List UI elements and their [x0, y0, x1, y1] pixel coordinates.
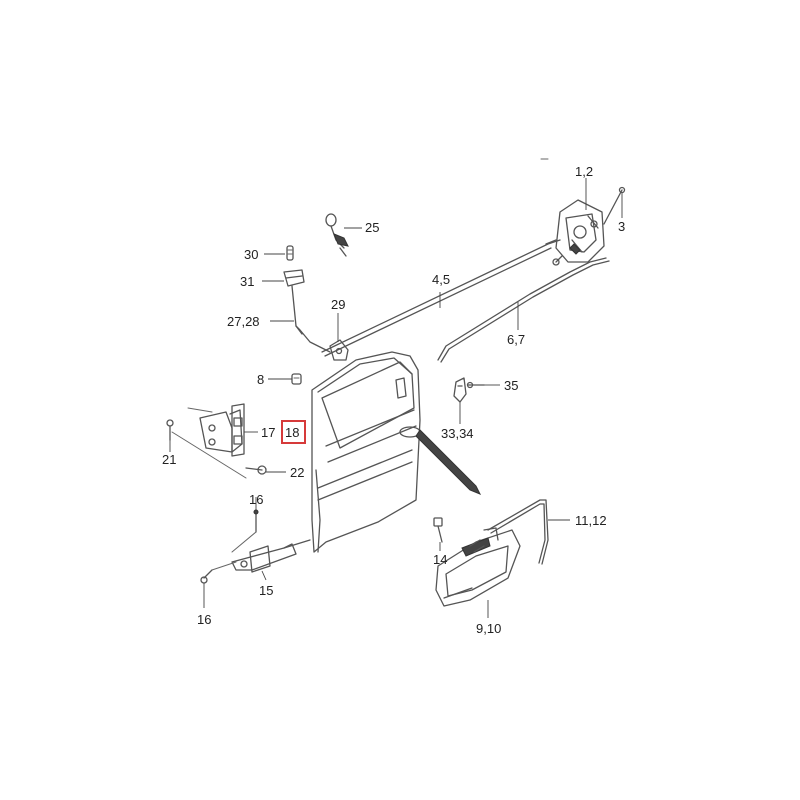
label-14: 14	[433, 552, 448, 567]
rod-11-12-parallel	[490, 503, 546, 564]
screw-35	[466, 381, 485, 389]
inside-handle-33-34	[453, 377, 467, 403]
clip-31	[283, 269, 305, 287]
label-31: 31	[240, 274, 255, 289]
screw-3	[603, 186, 626, 225]
label-25: 25	[365, 220, 380, 235]
label-6-7: 6,7	[507, 332, 526, 347]
bolt-14	[433, 517, 443, 543]
door-check-15	[231, 539, 311, 573]
label-3: 3	[618, 219, 626, 234]
label-9-10: 9,10	[476, 621, 502, 636]
label-29: 29	[331, 297, 346, 312]
check-lower-line	[211, 561, 237, 571]
hinge-axis-line	[171, 431, 247, 479]
rod-11-12	[487, 499, 549, 565]
door-hinge-17-18	[199, 403, 245, 457]
bolt-21	[166, 419, 174, 441]
label-16-lower: 16	[197, 612, 212, 627]
outside-handle-9-10	[435, 527, 521, 607]
cable-6-7-parallel	[440, 260, 610, 363]
bolt-16-upper	[253, 509, 259, 533]
clip-8	[291, 373, 302, 385]
label-4-5: 4,5	[432, 272, 451, 287]
lock-rod-4-5	[321, 239, 561, 353]
check-bolt-line	[231, 531, 257, 553]
hinge-bolt-line	[187, 407, 213, 413]
highlight-box-18	[281, 420, 306, 444]
label-15: 15	[259, 583, 274, 598]
label-22: 22	[290, 465, 305, 480]
bolt-16-lower	[200, 569, 213, 584]
label-33-34: 33,34	[441, 426, 474, 441]
cable-6-7	[437, 257, 607, 361]
label-17: 17	[261, 425, 276, 440]
clip-30	[286, 245, 294, 261]
label-27-28: 27,28	[227, 314, 260, 329]
label-16-upper: 16	[249, 492, 264, 507]
rod-27-28	[291, 285, 331, 353]
window-channel	[415, 429, 482, 495]
door-lock-assembly	[545, 199, 605, 266]
lock-rod-4-5-parallel	[324, 247, 552, 357]
lock-knob-25	[325, 213, 349, 257]
bolt-22	[245, 465, 267, 475]
leader-15	[261, 570, 267, 581]
door-panel	[311, 351, 421, 553]
label-11-12: 11,12	[575, 513, 607, 528]
label-30: 30	[244, 247, 259, 262]
label-35: 35	[504, 378, 519, 393]
label-8: 8	[257, 372, 265, 387]
label-18: 18	[285, 425, 300, 440]
label-21: 21	[162, 452, 177, 467]
label-1-2: 1,2	[575, 164, 594, 179]
